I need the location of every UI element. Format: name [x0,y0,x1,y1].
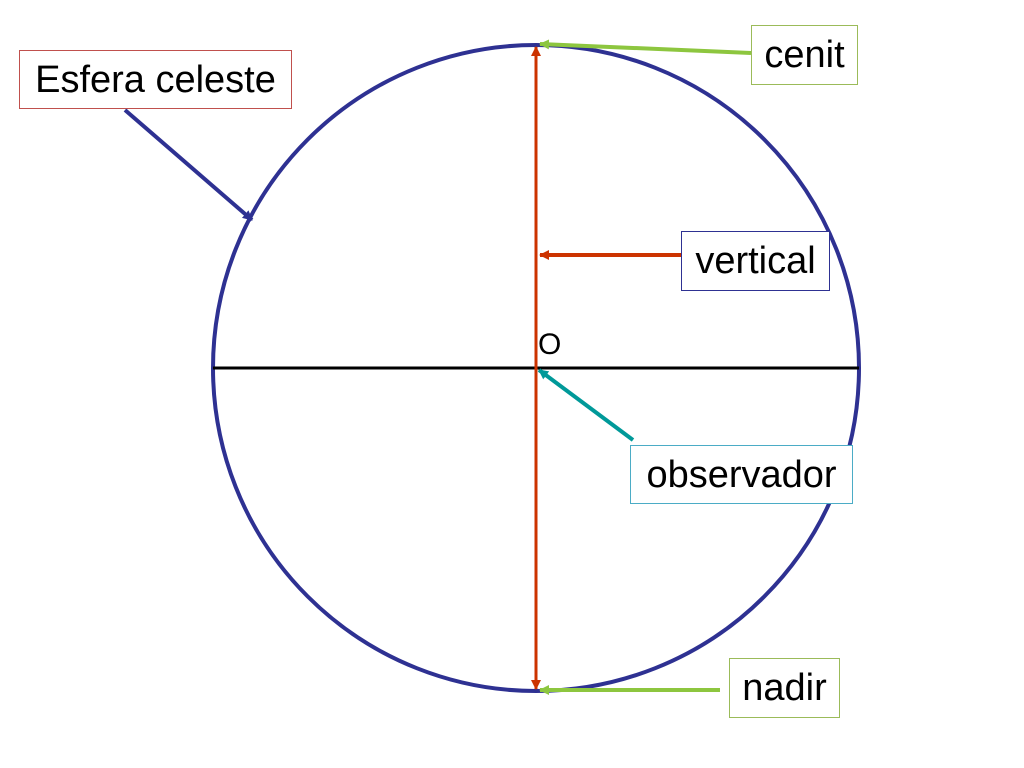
vertical-label: vertical [681,231,830,291]
cenit-label: cenit [751,25,858,85]
origin-point-label: O [538,328,562,361]
cenit-arrow [539,39,752,55]
esfera-arrow [123,108,254,222]
esfera-celeste-label: Esfera celeste [19,50,292,109]
nadir-label: nadir [729,658,840,718]
observador-label: observador [630,445,853,504]
observador-arrow [537,368,635,442]
